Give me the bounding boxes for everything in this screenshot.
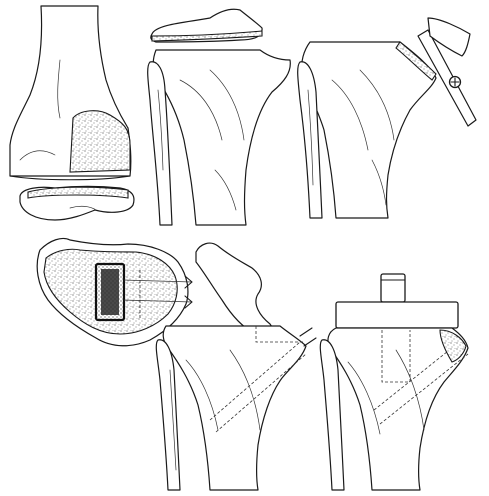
panel-tibia-resected-plateau xyxy=(148,9,291,225)
fibula-5 xyxy=(156,340,180,490)
tibia-shaft-5 xyxy=(163,326,306,490)
tibia-shaft-3 xyxy=(301,42,436,218)
implant-stem-top xyxy=(381,274,405,302)
tibia-shaft-2 xyxy=(153,50,290,225)
panel-femur-cut xyxy=(10,6,134,220)
panel-tibia-angled-saw-cut xyxy=(298,18,476,218)
bone-graft-block xyxy=(196,243,272,336)
panel-tibia-with-implant xyxy=(320,274,468,490)
tibial-tray xyxy=(336,302,458,328)
